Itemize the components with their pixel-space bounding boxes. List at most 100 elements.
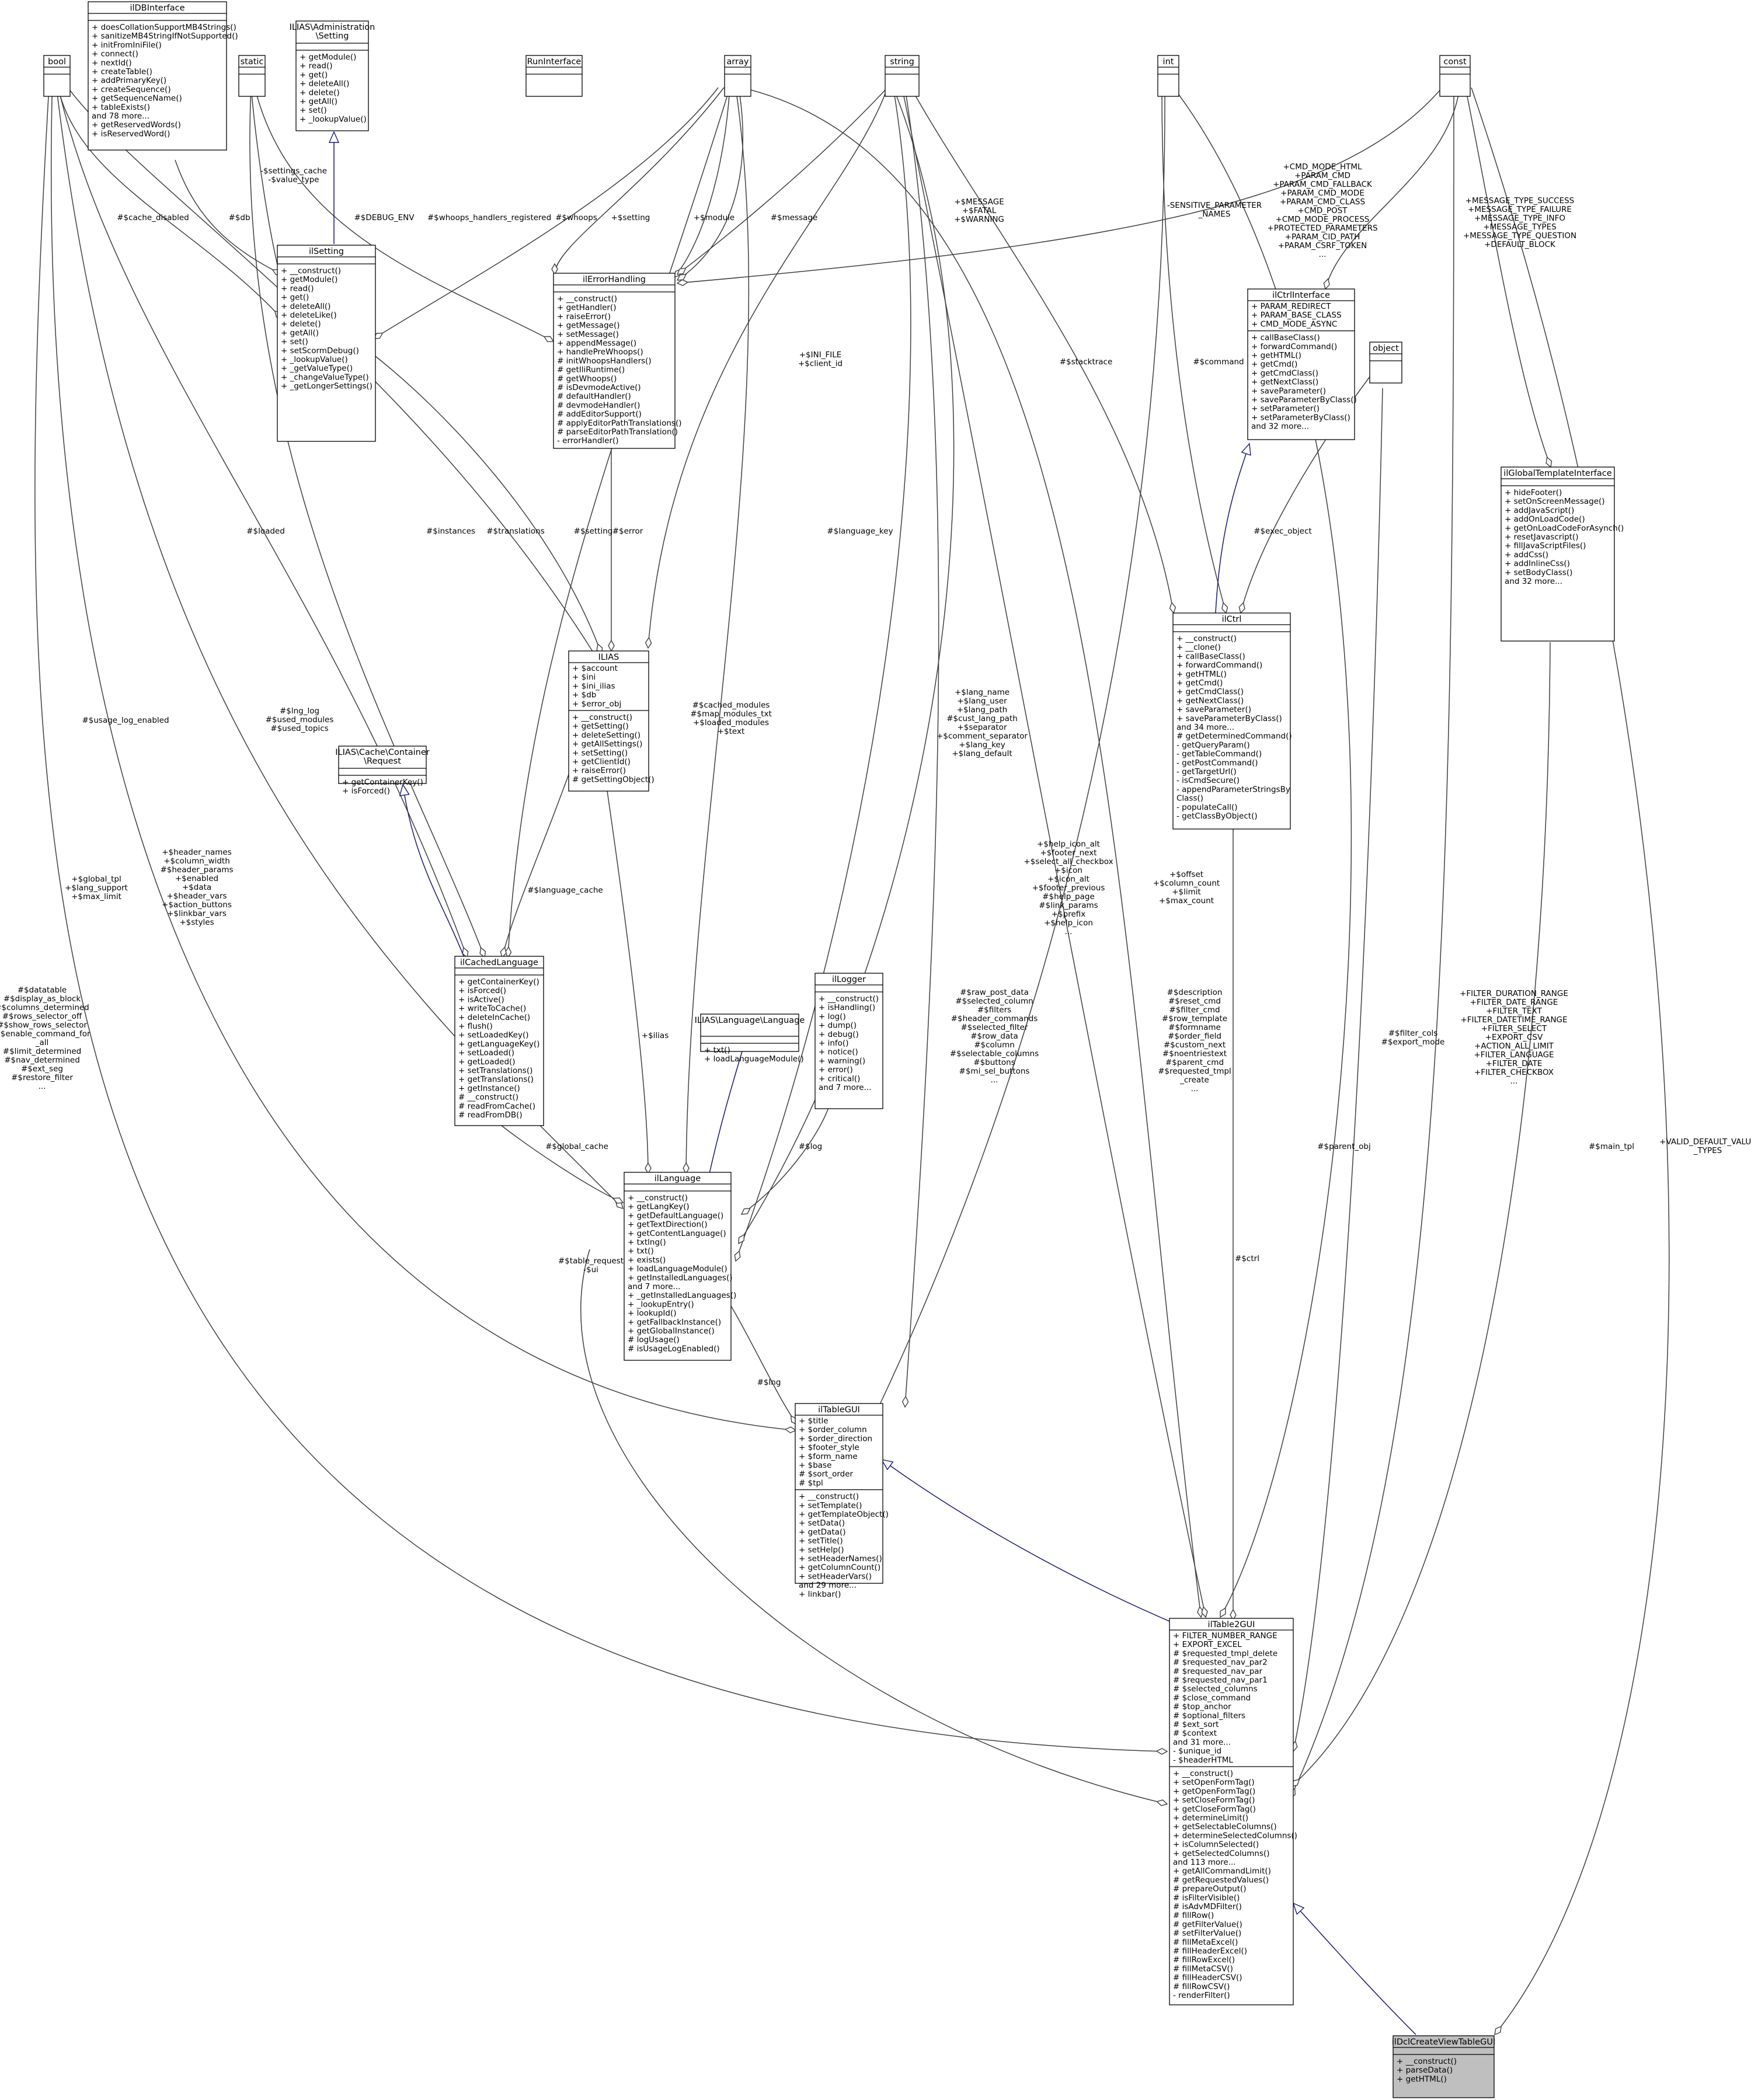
class-operation: + getData(): [799, 1527, 846, 1537]
class-operation: # setFilterValue(): [1173, 1929, 1241, 1938]
class-operation: + getHTML(): [1251, 351, 1301, 360]
class-operation: + getSelectedColumns(): [1173, 1849, 1270, 1858]
class-operation: + __clone(): [1176, 643, 1221, 652]
class-operation: - appendParameterStringsBy: [1176, 785, 1290, 794]
class-operation: + raiseError(): [557, 312, 611, 321]
class-operation: # readFromCache(): [458, 1102, 535, 1111]
class-operation: - renderFilter(): [1173, 1991, 1230, 2000]
class-operation: + getCmd(): [1251, 360, 1297, 369]
class-operation: + txt(): [628, 1246, 654, 1256]
class-attribute: # $requested_nav_par: [1173, 1667, 1263, 1676]
label-db: #$db: [228, 213, 250, 222]
class-operation: - getClassByObject(): [1176, 812, 1258, 821]
class-operation: + getSelectableColumns(): [1173, 1822, 1277, 1831]
class-operation: + determineSelectedColumns(): [1173, 1831, 1297, 1840]
edge-ilias-ilcachedlanguage: [502, 764, 573, 957]
class-operation: # devmodeHandler(): [557, 401, 640, 410]
class-ildclcreateviewtablegui: ilDclCreateViewTableGUI+ __construct()+ …: [1392, 2035, 1495, 2098]
class-operation: + __construct(): [1173, 1769, 1233, 1778]
edge-int-iltablegui: [876, 87, 1165, 1413]
label-valid-default: +VALID_DEFAULT_VALUE_TYPES: [1659, 1137, 1751, 1155]
class-box-frame: [553, 273, 676, 449]
class-operation: + addInlineCss(): [1505, 559, 1570, 569]
class-operation: + _changeValueType(): [281, 372, 369, 382]
class-title: ilDclCreateViewTableGUI: [1392, 2038, 1495, 2047]
class-box-frame: [1369, 342, 1402, 384]
class-operation: + getAll(): [300, 97, 337, 106]
label-translations: #$translations: [486, 527, 545, 536]
class-operation: + getLangKey(): [628, 1202, 690, 1211]
class-operation: + set(): [300, 106, 327, 115]
label-settings-cache: -$settings_cache-$value_type: [260, 166, 327, 184]
class-operation: # fillRowExcel(): [1173, 1955, 1235, 1965]
edge-string-iltablegui: [905, 87, 939, 1407]
class-operation: + _lookupEntry(): [628, 1300, 694, 1309]
class-operation: + saveParameterByClass(): [1176, 714, 1282, 723]
class-title: int: [1163, 57, 1174, 67]
class-operation: - populateCall(): [1176, 803, 1237, 812]
class-admin-setting: ILIAS\Administration\Setting+ getModule(…: [290, 20, 375, 131]
class-box-frame: [1169, 1618, 1294, 2005]
class-operation: + __construct(): [819, 994, 879, 1004]
class-bool: bool: [43, 55, 71, 97]
label-description: #$description#$reset_cmd#$filter_cmd#$ro…: [1158, 988, 1231, 1093]
class-operation: + setTemplate(): [799, 1501, 862, 1510]
class-title: ilErrorHandling: [583, 275, 646, 284]
edge-ilias-illanguage: [607, 790, 648, 1173]
class-operation: # fillHeaderExcel(): [1173, 1946, 1247, 1956]
class-attribute: + FILTER_NUMBER_RANGE: [1173, 1631, 1277, 1641]
class-operation: + callBaseClass(): [1176, 652, 1245, 661]
class-operation: + setTitle(): [799, 1537, 843, 1546]
class-operation: + getContentLanguage(): [628, 1229, 726, 1238]
class-operation: + determineLimit(): [1173, 1813, 1248, 1823]
class-operation: + getOnLoadCodeForAsynch(): [1505, 524, 1624, 533]
class-title: ilGlobalTemplateInterface: [1503, 469, 1611, 478]
class-title: ILIAS\Language\Language: [695, 1016, 805, 1025]
class-operation: + setLoadedKey(): [458, 1030, 529, 1040]
class-title: ILIAS\Administration: [290, 23, 375, 32]
label-filter-cols: #$filter_cols#$export_mode: [1381, 1029, 1445, 1047]
edge-array-ilsetting: [374, 87, 719, 339]
class-operation: + flush(): [458, 1022, 493, 1031]
class-operation: # parseEditorPathTranslation(): [557, 427, 678, 437]
class-object: object: [1369, 342, 1402, 384]
class-operation: + hideFooter(): [1505, 488, 1562, 497]
class-operation: + setOnScreenMessage(): [1505, 497, 1605, 506]
label-message-types: +MESSAGE_TYPE_SUCCESS+MESSAGE_TYPE_FAILU…: [1463, 196, 1576, 249]
label-datatable: #$datatable#$display_as_block#$columns_d…: [0, 985, 90, 1091]
class-operation: # isAdvMDFilter(): [1173, 1902, 1242, 1911]
class-operation: + createTable(): [92, 67, 152, 76]
class-operation: + exists(): [628, 1255, 666, 1265]
class-title: ilTableGUI: [818, 1405, 860, 1415]
label-setting-top: +$setting: [611, 213, 650, 222]
class-operation: + addJavaScript(): [1505, 506, 1574, 515]
label-log: #$log: [799, 1142, 822, 1151]
class-attribute: + EXPORT_EXCEL: [1173, 1640, 1242, 1649]
class-operation: + _getValueType(): [281, 364, 353, 373]
class-attribute: # $top_anchor: [1173, 1702, 1231, 1712]
edge-ildbinterface-ilsetting: [175, 159, 282, 274]
edge-const-iltable2gui: [1290, 87, 1454, 1798]
class-ilctrlinterface: ilCtrlInterface+ PARAM_REDIRECT+ PARAM_B…: [1247, 288, 1357, 440]
class-operation: # applyEditorPathTranslations(): [557, 419, 682, 428]
class-operation: + read(): [300, 61, 333, 71]
class-operation: - getPostCommand(): [1176, 758, 1258, 768]
edge-string-illanguage: [736, 87, 911, 1261]
class-ilctrl: ilCtrl+ __construct()+ __clone()+ callBa…: [1172, 612, 1292, 830]
class-box-frame: [624, 1172, 732, 1361]
edge-const-ilerrorhandling: [677, 87, 1443, 283]
class-operation: + forwardCommand(): [1251, 342, 1337, 351]
class-operation: + getAllCommandLimit(): [1173, 1866, 1271, 1876]
class-attribute: # $tpl: [799, 1478, 823, 1488]
class-operation: + getAll(): [281, 328, 319, 337]
class-operation: + getGlobalInstance(): [628, 1326, 715, 1336]
class-attribute: # $close_command: [1173, 1693, 1251, 1702]
edge-ilcachedlanguage-illanguage: [499, 1123, 623, 1203]
class-operation: # fillMetaExcel(): [1173, 1938, 1238, 1947]
class-operation: + getNextClass(): [1251, 378, 1318, 387]
class-operation: + writeToCache(): [458, 1004, 526, 1014]
edge-bool-iltable2gui: [34, 75, 1167, 1751]
class-title: RunInterface: [527, 57, 582, 67]
class-operation: Class(): [1176, 794, 1203, 803]
label-message: #$message: [771, 213, 818, 222]
